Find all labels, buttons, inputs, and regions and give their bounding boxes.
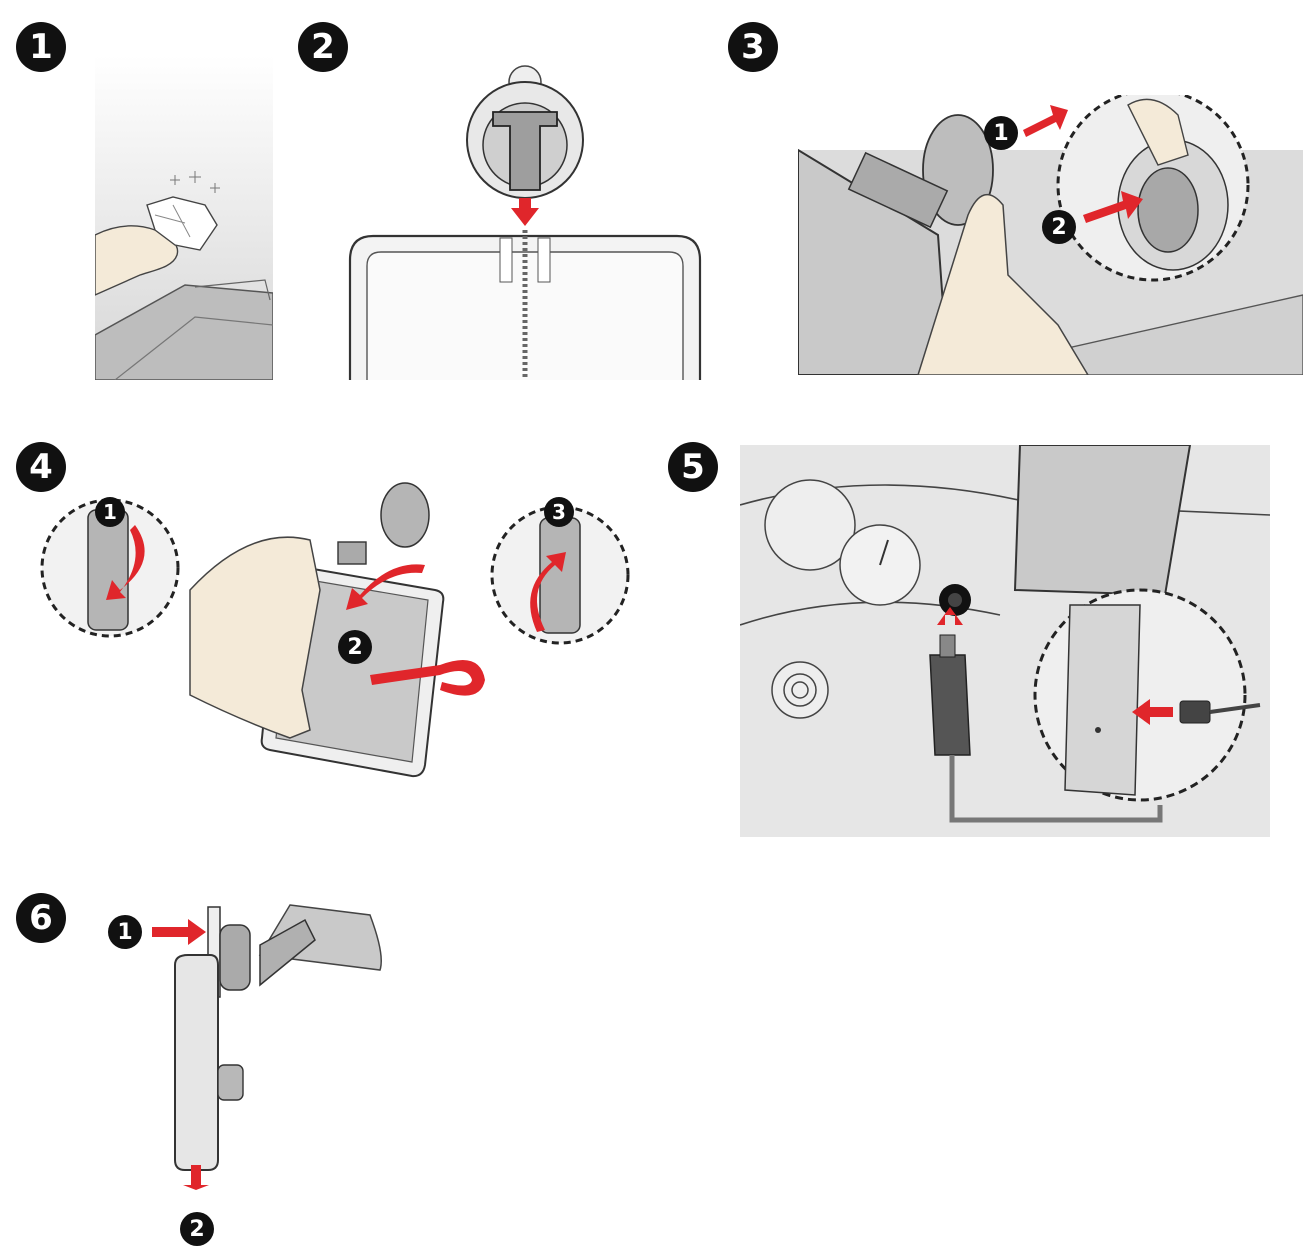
step-4-sub-badge-1: 1 <box>95 497 125 527</box>
arrow-up-right-icon <box>1023 105 1068 137</box>
step-6-sub-badge-2: 2 <box>180 1212 214 1246</box>
step-6-sub-badge-1: 1 <box>108 915 142 949</box>
step-5-illustration-connect-power <box>740 445 1270 837</box>
step-2-badge: 2 <box>298 22 348 72</box>
step-2-illustration-attach-mount <box>345 60 705 380</box>
arrow-down-icon <box>511 198 539 226</box>
step-6-badge: 6 <box>16 893 66 943</box>
arrow-right-icon <box>152 919 206 945</box>
step-3-sub-badge-1: 1 <box>984 116 1018 150</box>
step-1-badge: 1 <box>16 22 66 72</box>
step-3-badge: 3 <box>728 22 778 72</box>
step-4-sub-badge-2: 2 <box>338 630 372 664</box>
step-4-sub-badge-3: 3 <box>544 497 574 527</box>
step-1-illustration-clean-windshield <box>95 55 273 380</box>
hand-icon <box>190 537 320 738</box>
step-5-badge: 5 <box>668 442 718 492</box>
step-6-illustration-detach-device <box>140 895 385 1200</box>
step-3-sub-badge-2: 2 <box>1042 210 1076 244</box>
